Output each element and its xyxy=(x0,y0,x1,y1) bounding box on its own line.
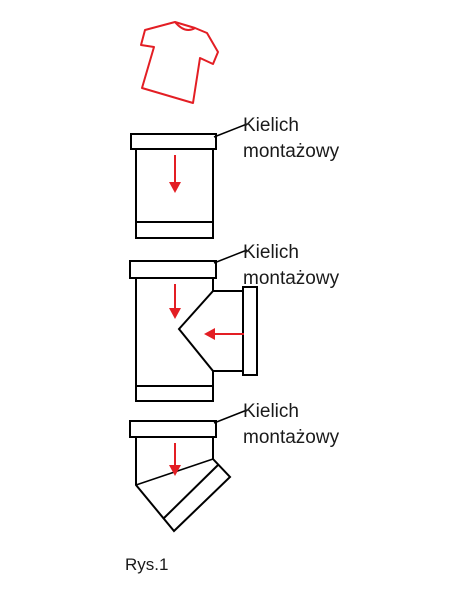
socket-label-1: Kielich montażowy xyxy=(213,115,340,162)
socket-ring xyxy=(129,420,217,438)
leader-line xyxy=(213,249,248,264)
leader-line xyxy=(213,409,248,424)
tee-fitting xyxy=(129,260,258,402)
label-line1: Kielich xyxy=(243,115,299,136)
leader-line xyxy=(213,123,248,138)
t-shirt-icon xyxy=(140,21,219,104)
label-line1: Kielich xyxy=(243,401,299,422)
flow-arrow-left xyxy=(204,328,244,340)
pipe-body xyxy=(135,149,214,239)
socket-ring xyxy=(130,133,217,150)
label-line2: montażowy xyxy=(243,268,340,289)
label-line2: montażowy xyxy=(243,427,340,448)
socket-label-2: Kielich montażowy xyxy=(213,242,340,289)
straight-pipe-segment xyxy=(130,133,217,239)
elbow-end-line xyxy=(162,464,219,520)
figure-caption: Rys.1 xyxy=(125,555,168,574)
flow-arrow-down xyxy=(169,155,181,193)
branch-socket-ring xyxy=(242,286,258,376)
elbow-45-fitting xyxy=(129,420,232,533)
label-line1: Kielich xyxy=(243,242,299,263)
flow-arrow-down xyxy=(169,443,181,476)
socket-ring xyxy=(129,260,217,279)
label-line2: montażowy xyxy=(243,141,340,162)
socket-label-3: Kielich montażowy xyxy=(213,401,340,448)
elbow-body xyxy=(135,437,232,533)
flow-arrow-down xyxy=(169,284,181,319)
